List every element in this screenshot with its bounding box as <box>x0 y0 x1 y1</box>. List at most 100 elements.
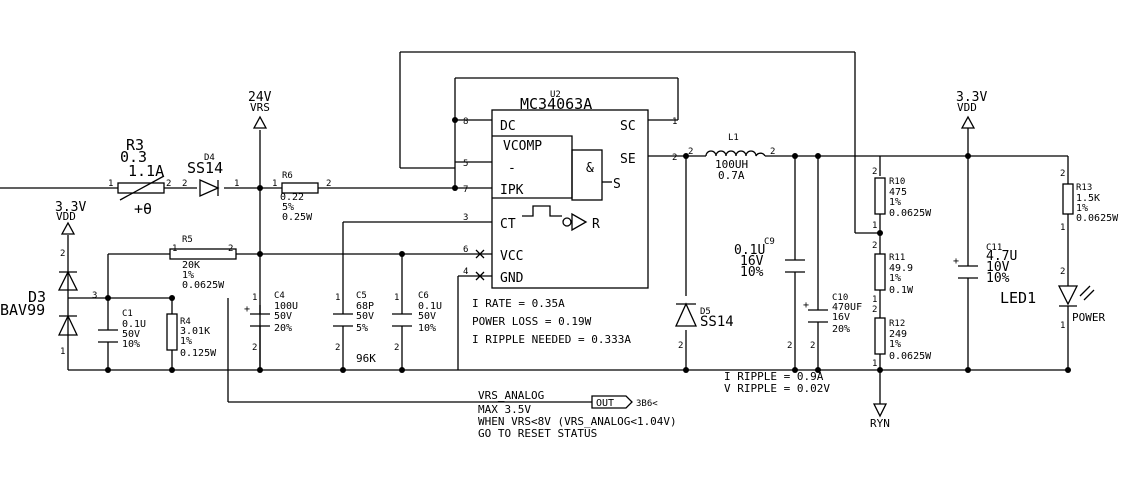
vrs-power-symbol: 24V VRS <box>248 90 272 129</box>
c4-capacitor: + C4 100U 50V 20% 1 2 <box>244 291 298 353</box>
svg-text:V RIPPLE = 0.02V: V RIPPLE = 0.02V <box>724 382 830 395</box>
svg-text:2: 2 <box>326 179 331 189</box>
svg-text:20%: 20% <box>274 323 292 334</box>
svg-text:+: + <box>953 256 959 267</box>
svg-text:1: 1 <box>335 293 340 303</box>
svg-text:VCC: VCC <box>500 249 523 264</box>
svg-text:VCOMP: VCOMP <box>503 139 542 154</box>
d5-diode: D5 SS14 2 <box>674 302 734 351</box>
svg-text:1.5K: 1.5K <box>1076 193 1100 204</box>
c1-capacitor: C1 0.1U 50V 10% <box>98 309 146 350</box>
svg-text:2: 2 <box>335 343 340 353</box>
svg-text:1: 1 <box>60 347 65 357</box>
svg-text:U2: U2 <box>550 90 561 100</box>
svg-text:C10: C10 <box>832 293 848 303</box>
svg-text:49.9: 49.9 <box>889 263 913 274</box>
svg-text:1: 1 <box>252 293 257 303</box>
svg-text:2: 2 <box>672 153 677 163</box>
svg-text:DC: DC <box>500 119 516 134</box>
svg-text:249: 249 <box>889 329 907 340</box>
svg-text:C6: C6 <box>418 291 429 301</box>
ic-u2: U2 MC34063A DC SC VCOMP SE IPK CT VCC GN… <box>463 90 677 289</box>
svg-text:1%: 1% <box>182 270 194 281</box>
svg-text:2: 2 <box>228 244 233 254</box>
svg-text:2: 2 <box>810 341 815 351</box>
svg-text:20%: 20% <box>832 324 850 335</box>
svg-text:5%: 5% <box>356 323 368 334</box>
svg-text:2: 2 <box>252 343 257 353</box>
d4-diode: D4 SS14 2 1 <box>182 153 239 198</box>
svg-text:2: 2 <box>166 179 171 189</box>
svg-text:2: 2 <box>678 341 683 351</box>
svg-text:10%: 10% <box>986 271 1010 286</box>
c6-capacitor: C6 0.1U 50V 10% 1 2 <box>392 291 442 353</box>
r13-resistor: R13 1.5K 1% 0.0625W 2 1 <box>1060 169 1119 233</box>
r4-resistor: R4 3.01K 1% 0.125W <box>166 313 217 359</box>
svg-text:5: 5 <box>463 159 468 169</box>
svg-text:470UF: 470UF <box>832 302 862 313</box>
svg-text:0.3: 0.3 <box>120 148 147 166</box>
svg-text:MAX 3.5V: MAX 3.5V <box>478 403 531 416</box>
svg-text:1%: 1% <box>889 339 901 350</box>
r5-resistor: R5 1 2 20K 1% 0.0625W <box>169 235 237 291</box>
svg-text:1: 1 <box>394 293 399 303</box>
svg-text:0.1U: 0.1U <box>734 243 765 258</box>
svg-text:50V: 50V <box>356 311 374 322</box>
svg-text:1.1A: 1.1A <box>128 162 164 180</box>
svg-text:R13: R13 <box>1076 183 1092 193</box>
r6-resistor: R6 0.22 5% 0.25W 1 2 <box>272 171 331 223</box>
svg-text:1: 1 <box>872 359 877 369</box>
svg-text:SE: SE <box>620 152 636 167</box>
svg-text:R: R <box>592 217 600 232</box>
svg-text:I RIPPLE = 0.9A: I RIPPLE = 0.9A <box>724 370 824 383</box>
svg-text:SS14: SS14 <box>700 314 734 330</box>
svg-text:CT: CT <box>500 217 516 232</box>
design-notes: I RATE = 0.35A POWER LOSS = 0.19W I RIPP… <box>472 297 830 395</box>
svg-text:50V: 50V <box>418 311 436 322</box>
r12-resistor: R12 249 1% 0.0625W 2 1 <box>872 305 932 369</box>
svg-text:SC: SC <box>620 119 636 134</box>
vdd-left-power-symbol: 3.3V VDD <box>55 200 86 235</box>
svg-text:2: 2 <box>1060 267 1065 277</box>
svg-text:R12: R12 <box>889 319 905 329</box>
svg-text:VDD: VDD <box>56 210 76 223</box>
svg-text:VRS: VRS <box>250 101 270 114</box>
svg-text:6: 6 <box>463 245 468 255</box>
svg-text:R6: R6 <box>282 171 293 181</box>
svg-text:2: 2 <box>688 147 693 157</box>
c5-capacitor: C5 68P 50V 5% 96K 1 2 <box>333 291 376 365</box>
svg-text:D3: D3 <box>28 288 46 306</box>
svg-text:475: 475 <box>889 187 907 198</box>
svg-text:POWER LOSS = 0.19W: POWER LOSS = 0.19W <box>472 315 592 328</box>
svg-text:D4: D4 <box>204 153 215 163</box>
svg-text:1: 1 <box>872 221 877 231</box>
svg-text:3.3V: 3.3V <box>956 90 987 105</box>
svg-text:WHEN VRS<8V (VRS_ANALOG<1.04V): WHEN VRS<8V (VRS_ANALOG<1.04V) <box>478 415 677 428</box>
svg-text:BAV99: BAV99 <box>0 301 45 319</box>
svg-text:R3: R3 <box>126 136 144 154</box>
svg-text:S: S <box>613 177 621 192</box>
svg-text:2: 2 <box>787 341 792 351</box>
svg-text:3.01K: 3.01K <box>180 326 210 337</box>
svg-text:10%: 10% <box>122 339 140 350</box>
svg-text:68P: 68P <box>356 301 374 312</box>
svg-text:IPK: IPK <box>500 183 524 198</box>
svg-text:+: + <box>803 300 809 311</box>
svg-text:96K: 96K <box>356 352 376 365</box>
svg-text:R4: R4 <box>180 317 191 327</box>
svg-text:D5: D5 <box>700 307 711 317</box>
svg-text:3: 3 <box>463 213 468 223</box>
svg-text:&: & <box>586 161 594 176</box>
r11-resistor: R11 49.9 1% 0.1W 2 1 <box>872 241 914 305</box>
svg-text:0.25W: 0.25W <box>282 212 313 223</box>
vdd-right-power-symbol: 3.3V VDD <box>956 90 987 129</box>
svg-text:1: 1 <box>108 179 113 189</box>
svg-text:1%: 1% <box>180 336 192 347</box>
c11-capacitor: + C11 4.7U 10V 10% <box>953 243 1017 286</box>
c10-capacitor: + C10 470UF 16V 20% 2 <box>803 293 862 351</box>
svg-text:0.0625W: 0.0625W <box>182 280 225 291</box>
svg-text:2: 2 <box>182 179 187 189</box>
svg-text:100UH: 100UH <box>715 158 748 171</box>
svg-text:R10: R10 <box>889 177 905 187</box>
